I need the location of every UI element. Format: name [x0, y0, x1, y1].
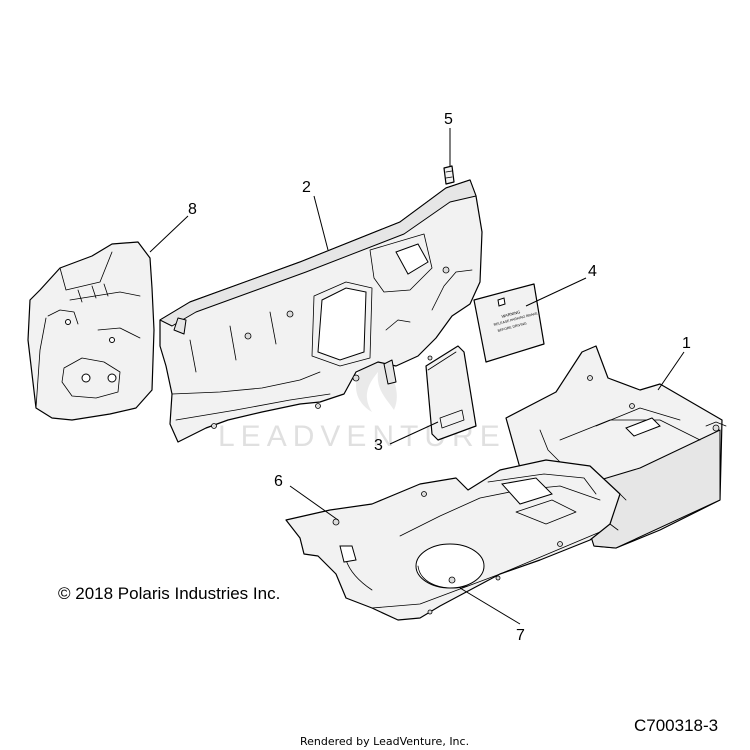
callout-6: 6	[274, 473, 283, 490]
leader-3	[389, 421, 439, 445]
leader-lines	[149, 128, 685, 625]
label-line-3: BEFORE DRIVING	[497, 321, 527, 333]
label-line-1: WARNING	[501, 309, 521, 319]
part-4-label: WARNING RELEASE PARKING BRAKE BEFORE DRI…	[473, 283, 545, 363]
callout-4: 4	[588, 263, 597, 280]
leader-4	[525, 277, 587, 307]
callout-5: 5	[444, 111, 453, 128]
part-1-floor-pan	[285, 345, 727, 621]
rendered-by-text: Rendered by LeadVenture, Inc.	[300, 735, 469, 748]
part-3-access-cover	[425, 345, 477, 441]
leader-7	[459, 587, 521, 625]
callout-2: 2	[302, 179, 311, 196]
callout-8: 8	[188, 201, 197, 218]
figure-code: C700318-3	[634, 716, 718, 735]
leader-1	[657, 351, 685, 391]
leader-2	[313, 195, 329, 251]
part-5-clip	[443, 165, 455, 185]
leader-8	[149, 215, 189, 253]
callouts: 1 2 3 4 5 6 7 8	[188, 111, 691, 644]
callout-1: 1	[682, 335, 691, 352]
part-2-rear-panel	[159, 179, 483, 443]
callout-3: 3	[374, 437, 383, 454]
copyright-text: © 2018 Polaris Industries Inc.	[58, 584, 280, 603]
callout-7: 7	[516, 627, 525, 644]
part-8-left-panel	[27, 241, 155, 421]
leader-6	[289, 485, 339, 521]
